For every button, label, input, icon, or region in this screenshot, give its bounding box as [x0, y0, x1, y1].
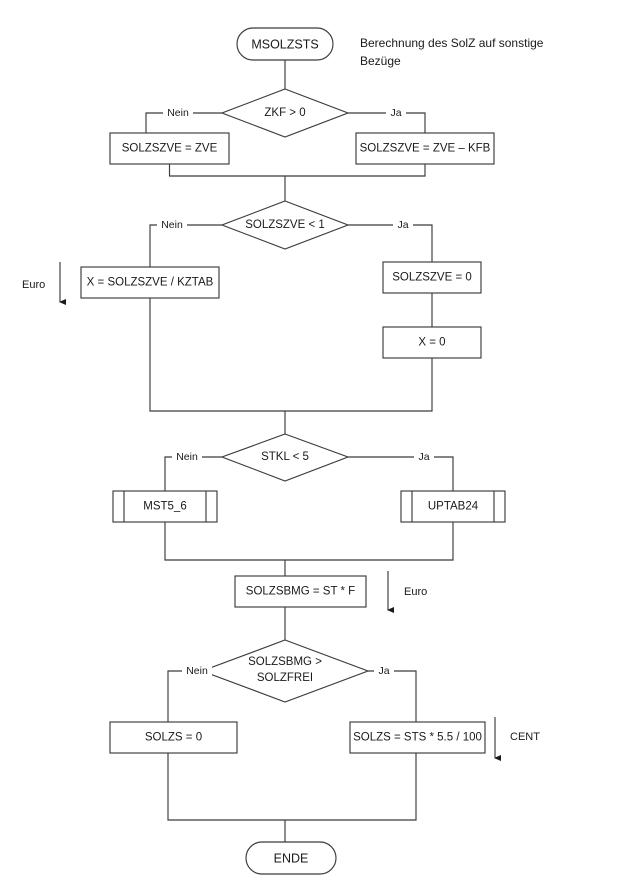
decision-solzszve-label: SOLZSZVE < 1 — [245, 219, 325, 231]
process-x-zero-label: X = 0 — [418, 337, 445, 349]
label-bg-solzszve-no — [157, 217, 187, 232]
decision-stkl — [220, 433, 350, 482]
process-solzszve-zve-kfb-label: SOLZSZVE = ZVE – KFB — [360, 143, 491, 155]
branch-label-zkf-no: Nein — [167, 107, 189, 119]
process-solzszve-zve-label: SOLZSZVE = ZVE — [122, 143, 218, 155]
decision-zkf-label: ZKF > 0 — [264, 107, 305, 119]
decision-solzsbmg — [200, 639, 370, 703]
branch-label-stkl-no: Nein — [176, 451, 198, 463]
end-terminator-label: ENDE — [274, 851, 309, 865]
process-x-solzszve-kztab-label: X = SOLZSZVE / KZTAB — [87, 277, 214, 289]
process-solzs-zero-label: SOLZS = 0 — [145, 732, 202, 744]
process-solzs-sts — [349, 721, 486, 754]
edge-solzszve-yes — [348, 224, 433, 262]
edge-solzszve-no — [149, 224, 222, 267]
decision-stkl-label: STKL < 5 — [261, 451, 309, 463]
branch-label-solzszve-no: Nein — [161, 219, 183, 231]
annotation-euro-2: Euro — [404, 586, 427, 598]
label-bg-stkl-yes — [414, 449, 434, 464]
branch-label-solzsbmg-yes: Ja — [378, 665, 389, 677]
decision-solzszve — [220, 200, 350, 250]
subroutine-mst5-6-label: MST5_6 — [143, 501, 186, 513]
label-bg-zkf-yes — [386, 105, 406, 120]
process-solzsbmg-st-f-label: SOLZSBMG = ST * F — [246, 586, 355, 598]
process-solzs-zero — [109, 721, 238, 754]
label-bg-stkl-no — [172, 449, 202, 464]
subroutine-uptab24-label: UPTAB24 — [428, 501, 479, 513]
label-bg-zkf-no — [163, 105, 193, 120]
diagram-caption-line2: Bezüge — [360, 54, 401, 68]
edge-merge-stkl — [164, 522, 454, 561]
branch-label-solzszve-yes: Ja — [397, 219, 408, 231]
process-x-solzszve-kztab — [80, 266, 220, 299]
edge-zkf-no — [145, 112, 222, 133]
branch-label-stkl-yes: Ja — [418, 451, 429, 463]
edge-stkl-no — [164, 456, 222, 491]
label-bg-solzsbmg-yes — [374, 663, 394, 678]
process-solzszve-zve — [109, 132, 230, 165]
decision-zkf — [220, 88, 350, 138]
edge-merge-zkf — [168, 164, 426, 177]
decision-solzsbmg-label-line1: SOLZSBMG > — [248, 656, 322, 668]
edge-solzsbmg-no — [167, 670, 202, 722]
label-bg-solzsbmg-no — [182, 663, 212, 678]
subroutine-uptab24 — [400, 490, 506, 523]
process-solzsbmg-st-f — [234, 575, 367, 608]
annotation-cent: CENT — [510, 731, 540, 743]
start-terminator-label: MSOLZSTS — [251, 37, 318, 51]
edge-stkl-yes — [348, 456, 454, 491]
edge-merge-solzsbmg — [167, 753, 417, 821]
edge-merge-solzszve — [149, 298, 433, 412]
process-solzszve-zero-label: SOLZSZVE = 0 — [392, 272, 472, 284]
branch-label-solzsbmg-no: Nein — [186, 665, 208, 677]
decision-solzsbmg-label-line2: SOLZFREI — [257, 672, 313, 684]
edge-zkf-yes — [348, 112, 426, 133]
process-solzs-sts-label: SOLZS = STS * 5.5 / 100 — [353, 732, 482, 744]
label-bg-solzszve-yes — [393, 217, 413, 232]
branch-label-zkf-yes: Ja — [390, 107, 401, 119]
process-x-zero — [382, 326, 482, 359]
diagram-caption-line1: Berechnung des SolZ auf sonstige — [360, 36, 544, 50]
process-solzszve-zero — [382, 261, 482, 294]
process-solzszve-zve-kfb — [355, 132, 495, 165]
annotation-euro-1: Euro — [22, 279, 45, 291]
edge-solzsbmg-yes — [368, 670, 417, 722]
end-terminator — [245, 841, 337, 875]
